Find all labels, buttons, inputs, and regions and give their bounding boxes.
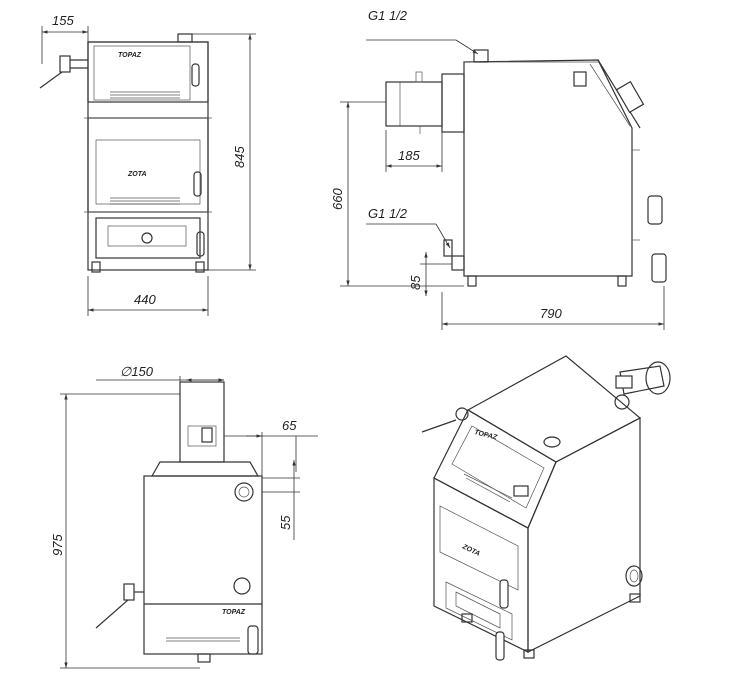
front-logo: ZOTA — [127, 171, 147, 178]
door-handle-icon — [196, 231, 205, 257]
dim-55: 55 — [278, 515, 293, 530]
dim-g1-top: G1 1/2 — [368, 8, 408, 23]
outlet-fitting-icon — [234, 482, 254, 502]
dim-790: 790 — [540, 306, 562, 321]
top-vent — [110, 91, 180, 99]
dim-g1-bottom: G1 1/2 — [368, 206, 408, 221]
dim-185: 185 — [398, 148, 420, 163]
gauge-icon — [233, 577, 251, 595]
door-handle-icon — [191, 63, 200, 87]
gauge-icon — [543, 436, 561, 448]
rear-view: TOPAZ ∅150 65 55 975 — [50, 364, 318, 669]
dim-155: 155 — [52, 13, 74, 28]
dim-660: 660 — [330, 188, 345, 210]
iso-model-label: TOPAZ — [474, 429, 499, 442]
front-model-label: TOPAZ — [118, 52, 142, 59]
isometric-view: TOPAZ ZOTA — [421, 355, 671, 661]
front-view: ZOTA TOPAZ 155 845 440 — [39, 13, 256, 316]
dim-975: 975 — [50, 534, 65, 556]
air-damper-icon — [141, 232, 153, 244]
middle-vent — [110, 197, 180, 205]
door-handle-icon — [499, 579, 509, 609]
dim-845: 845 — [232, 146, 247, 168]
dim-85: 85 — [408, 275, 423, 290]
door-handle-icon — [193, 171, 202, 197]
door-handle-icon — [513, 485, 529, 497]
iso-logo: ZOTA — [460, 543, 481, 558]
dim-65: 65 — [282, 418, 297, 433]
iso-vent-top — [463, 473, 513, 503]
door-handle-icon — [495, 631, 505, 661]
dim-d150: ∅150 — [120, 364, 154, 379]
dim-440: 440 — [134, 292, 156, 307]
rear-vent — [166, 637, 240, 642]
rear-model-label: TOPAZ — [222, 609, 246, 616]
side-view: G1 1/2 185 660 G1 1/2 85 790 — [330, 8, 667, 330]
